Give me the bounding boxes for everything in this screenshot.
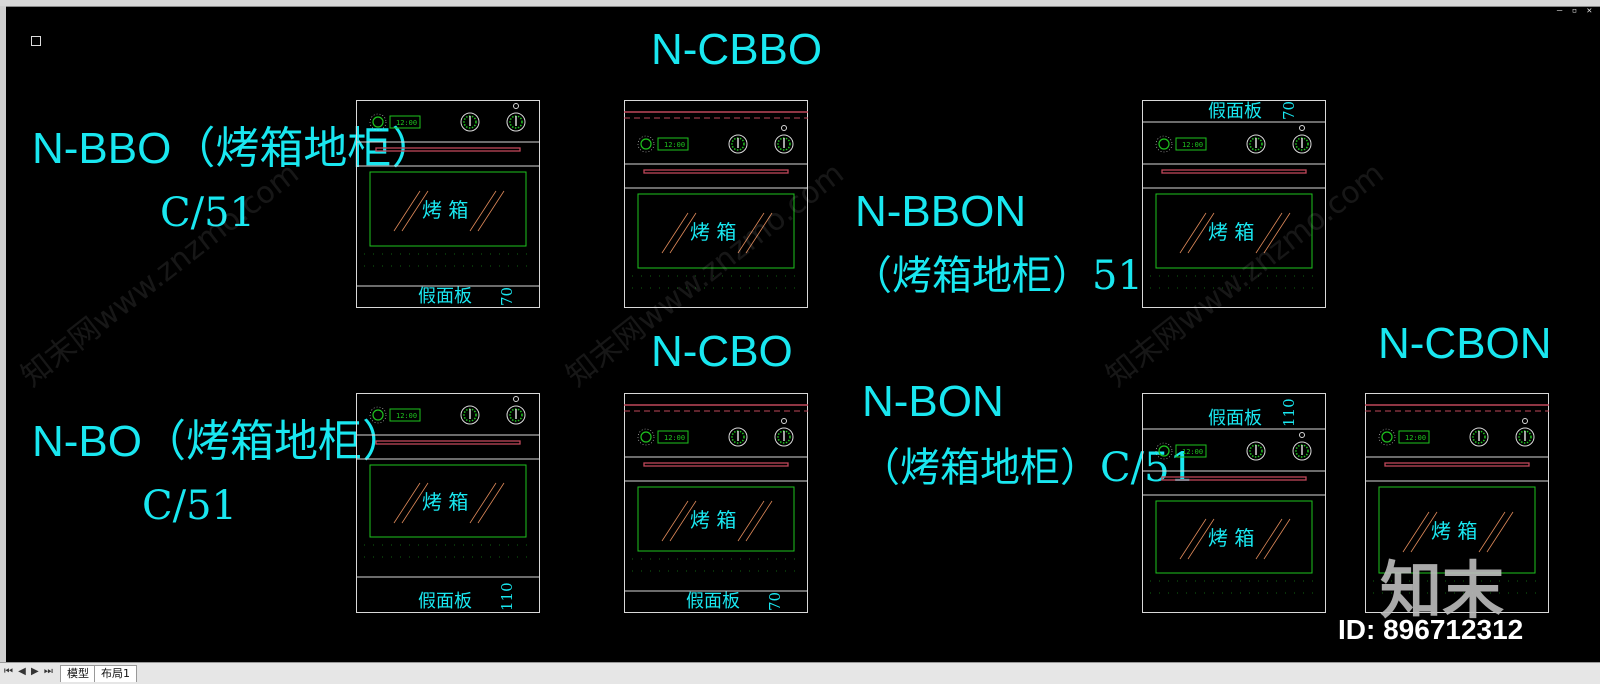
knob-icon <box>1469 427 1489 447</box>
timer-icon <box>637 135 655 153</box>
oven-window <box>369 464 527 538</box>
fake-panel-label: 假面板 <box>418 286 472 307</box>
label-nbbon: N-BBON <box>855 187 1027 236</box>
oven-ncbbo: 12:00 烤 箱 <box>624 100 808 308</box>
clock-display: 12:00 <box>1405 434 1426 442</box>
oven-window <box>637 193 795 269</box>
knob-icon <box>1246 441 1266 461</box>
ucs-icon <box>31 36 41 46</box>
knob-icon <box>460 112 480 132</box>
clock-display: 12:00 <box>396 119 417 127</box>
oven-nbbon: 假面板 70 12:00 烤 箱 <box>1142 100 1326 308</box>
door-handle <box>1384 462 1530 467</box>
timer-icon <box>637 428 655 446</box>
timer-icon <box>1155 135 1173 153</box>
label-nbon: N-BON <box>862 377 1004 426</box>
oven-label: 烤 箱 <box>422 198 468 222</box>
watermark-1: 知末网www.znzmo.com <box>14 156 306 394</box>
oven-nbon: 假面板 110 12:00 烤 箱 <box>1142 393 1326 613</box>
knob-icon <box>1292 441 1312 461</box>
door-handle <box>643 169 789 174</box>
label-nbbo: N-BBO（烤箱地柜） <box>32 124 436 173</box>
knob-icon <box>506 112 526 132</box>
label-ncbbo: N-CBBO <box>651 25 823 74</box>
clock-display: 12:00 <box>664 141 685 149</box>
clock-display: 12:00 <box>664 434 685 442</box>
clock-display: 12:00 <box>1182 448 1203 456</box>
brand-logo: 知末 <box>1380 554 1505 627</box>
dimension-label: 110 <box>498 582 516 611</box>
knob-icon <box>1515 427 1535 447</box>
door-handle <box>643 462 789 467</box>
dimension-label: 70 <box>498 287 516 306</box>
image-id: ID: 896712312 <box>1338 614 1524 645</box>
dimension-label: 70 <box>1280 101 1298 120</box>
dimension-label: 110 <box>1280 398 1298 427</box>
fake-panel-label: 假面板 <box>686 591 740 612</box>
knob-icon <box>774 134 794 154</box>
knob-icon <box>728 427 748 447</box>
oven-ncbon: 12:00 烤 箱 <box>1365 393 1549 613</box>
oven-label: 烤 箱 <box>690 508 736 532</box>
tab-model[interactable]: 模型 <box>60 665 96 682</box>
clock-display: 12:00 <box>396 412 417 420</box>
oven-label: 烤 箱 <box>422 490 468 514</box>
oven-window <box>637 486 795 552</box>
knob-icon <box>460 405 480 425</box>
knob-icon <box>1246 134 1266 154</box>
door-handle <box>375 147 521 152</box>
label-nbo-sub: C/51 <box>142 483 237 529</box>
left-edge <box>0 6 6 670</box>
door-handle <box>1161 476 1307 481</box>
label-ncbo: N-CBO <box>651 327 793 376</box>
knob-icon <box>774 427 794 447</box>
oven-window <box>1378 486 1536 574</box>
label-nbbon-sub: （烤箱地柜）51 <box>852 253 1143 299</box>
title-bar <box>0 0 1600 7</box>
oven-nbo: 假面板 110 12:00 烤 箱 <box>356 393 540 613</box>
fake-panel-label: 假面板 <box>1208 408 1262 429</box>
fake-panel-label: 假面板 <box>418 591 472 612</box>
oven-label: 烤 箱 <box>1431 519 1477 543</box>
window-controls[interactable]: – ▫ ✕ <box>1556 6 1594 16</box>
label-nbon-sub: （烤箱地柜）C/51 <box>860 445 1195 491</box>
oven-label: 烤 箱 <box>690 220 736 244</box>
knob-icon <box>506 405 526 425</box>
label-ncbon: N-CBON <box>1378 319 1552 368</box>
door-handle <box>375 440 521 445</box>
timer-icon <box>1155 442 1173 460</box>
timer-icon <box>369 406 387 424</box>
oven-label: 烤 箱 <box>1208 526 1254 550</box>
tab-nav-arrows[interactable]: ⏮ ◀ ▶ ⏭ <box>4 666 54 677</box>
label-nbo: N-BO（烤箱地柜） <box>32 417 406 466</box>
timer-icon <box>1378 428 1396 446</box>
layout-tab-bar: ⏮ ◀ ▶ ⏭ 模型 布局1 <box>0 662 1600 684</box>
timer-icon <box>369 113 387 131</box>
door-handle <box>1161 169 1307 174</box>
knob-icon <box>1292 134 1312 154</box>
oven-window <box>1155 193 1313 269</box>
label-nbbo-sub: C/51 <box>160 190 255 236</box>
clock-display: 12:00 <box>1182 141 1203 149</box>
tab-layout1[interactable]: 布局1 <box>94 665 137 682</box>
oven-ncbo: 假面板 70 12:00 烤 箱 <box>624 393 808 613</box>
oven-window <box>369 171 527 247</box>
oven-nbbo: 假面板 70 12:00 烤 箱 <box>356 100 540 308</box>
oven-window <box>1155 500 1313 574</box>
knob-icon <box>728 134 748 154</box>
fake-panel-label: 假面板 <box>1208 101 1262 122</box>
oven-label: 烤 箱 <box>1208 220 1254 244</box>
dimension-label: 70 <box>766 592 784 611</box>
